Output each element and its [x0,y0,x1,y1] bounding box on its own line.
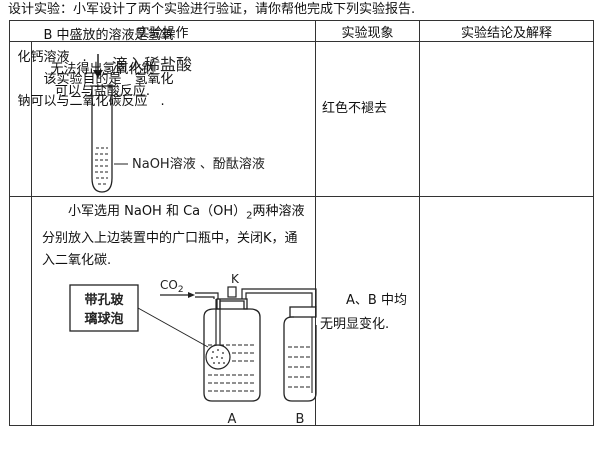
co2-apparatus-diagram: 带孔玻 璃球泡 CO2 K [69,272,317,427]
experiment-report-table: 实验操作 实验现象 实验结论及解释 滴入稀盐酸 [8,20,594,427]
bottle-a [203,298,261,402]
operation-cell-2: 小军选用 NaOH 和 Ca（OH）2两种溶液分别放入上边装置中的广口瓶中，关闭… [30,196,317,427]
liquid-b [288,346,310,388]
valve-k-icon [227,286,237,298]
table-row: 滴入稀盐酸 NaOH溶液 、酚酞溶液 [9,41,594,197]
phenomenon-cell-2: A、B 中均无明显变化. [315,196,421,426]
bubble-dots [211,349,225,364]
glass-bubble-icon [205,344,231,370]
operation-text-2: 小军选用 NaOH 和 Ca（OH）2两种溶液分别放入上边装置中的广口瓶中，关闭… [42,204,305,268]
bottle-b [283,306,317,402]
gas-label: CO2 [160,278,184,295]
test-tube-icon [91,86,113,193]
header-phenomenon: 实验现象 [315,20,421,42]
phenomenon-cell-1: 红色不褪去 [315,41,421,197]
conclusion-cell-2: B 中盛放的溶液是氢氧化钙溶液 . 该实验目的是 氢氧化钠可以与二氧化碳反应 . [18,28,594,426]
conclusion-1-line2: 可以与盐酸反应. [54,83,151,99]
conclusion-cell-1: 无法得出氢氧化钠 可以与盐酸反应. [50,41,594,197]
solution-label: NaOH溶液 、酚酞溶液 [132,157,265,172]
bubble-pointer-line [137,307,209,348]
liquid-a [208,344,256,392]
svg-text:带孔玻: 带孔玻 [84,292,124,308]
arrow-head-icon [93,70,103,78]
bottle-b-label: B [296,412,305,427]
table-row: 小军选用 NaOH 和 Ca（OH）2两种溶液分别放入上边装置中的广口瓶中，关闭… [9,28,594,427]
valve-label: K [231,272,240,286]
drop-label: 滴入稀盐酸 [112,55,192,74]
phenomenon-text-1: 红色不褪去 [322,101,388,116]
phenomenon-text-2: A、B 中均无明显变化. [320,293,407,332]
conclusion-1-line1: 无法得出氢氧化钠 [50,61,155,77]
operation-cell-1: 滴入稀盐酸 NaOH溶液 、酚酞溶液 [30,41,317,197]
test-tube-diagram: 滴入稀盐酸 NaOH溶液 、酚酞溶液 [90,54,265,193]
header-conclusion: 实验结论及解释 [419,20,594,42]
liquid-lines [95,147,109,185]
svg-text:璃球泡: 璃球泡 [84,311,123,327]
bottle-a-label: A [228,412,237,427]
conclusion-2-p1: B 中盛放的溶液是氢氧化钙溶液 . [17,27,174,65]
intro-text: 设计实验：小军设计了两个实验进行验证，请你帮他完成下列实验报告. [8,2,416,17]
conclusion-2-p2: 该实验目的是 氢氧化钠可以与二氧化碳反应 . [17,71,174,109]
